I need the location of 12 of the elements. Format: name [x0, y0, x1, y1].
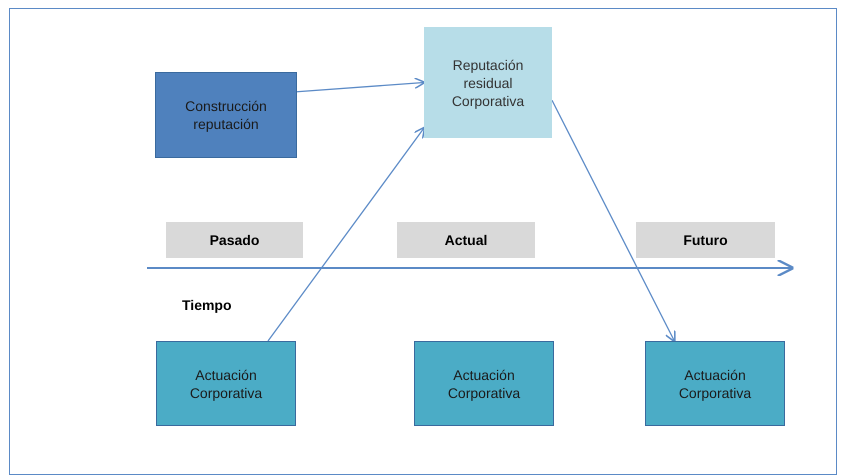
period-box: Actual [397, 222, 535, 258]
period-box: Futuro [636, 222, 775, 258]
arrow [267, 126, 426, 342]
process-box: Actuación Corporativa [156, 341, 296, 426]
arrow [296, 77, 426, 92]
process-box: Actuación Corporativa [645, 341, 785, 426]
process-box: Reputación residual Corporativa [424, 27, 552, 138]
axis-label: Tiempo [182, 297, 232, 313]
arrow [551, 100, 676, 343]
period-box: Pasado [166, 222, 303, 258]
process-box: Construcción reputación [155, 72, 297, 158]
process-box: Actuación Corporativa [414, 341, 554, 426]
